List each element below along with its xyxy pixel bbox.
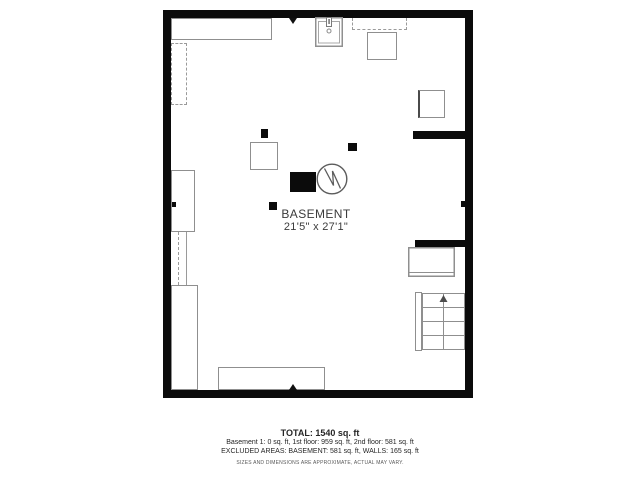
furnace: [290, 172, 316, 192]
room-dimensions: 21'5" x 27'1": [283, 221, 349, 233]
utility-fixture-left: [171, 170, 195, 232]
support-post-1: [261, 129, 268, 138]
up-arrow-icon: [439, 295, 448, 302]
utility-sink-icon: [315, 17, 343, 47]
workbench-bottom: [218, 367, 325, 390]
summary-excluded: EXCLUDED AREAS: BASEMENT: 581 sq. ft, WA…: [221, 448, 419, 455]
staircase: [415, 292, 465, 351]
dashed-line-left: [178, 232, 179, 285]
support-post-2: [348, 143, 357, 151]
interior-wall-lower: [415, 240, 465, 247]
storage-left-lower: [171, 285, 198, 390]
room-label-block: BASEMENT 21'5" x 27'1": [236, 207, 396, 234]
room-label: BASEMENT: [281, 207, 351, 221]
support-post-3: [269, 202, 277, 210]
interior-wall-upper: [413, 131, 465, 139]
summary-total: TOTAL: 1540 sq. ft: [280, 428, 360, 438]
door-marker-top-icon: [289, 18, 297, 24]
summary-disclaimer: SIZES AND DIMENSIONS ARE APPROXIMATE, AC…: [236, 460, 404, 466]
water-heater-icon: [315, 162, 349, 196]
dashed-area-left: [171, 43, 187, 105]
built-in-counter: [171, 18, 272, 40]
basement-floorplan-walls: [163, 10, 473, 398]
cabinet-square-top: [367, 32, 397, 60]
dashed-overhead-area: [352, 18, 407, 30]
window-marker-left: [172, 202, 176, 207]
footing-square: [250, 142, 278, 170]
cabinet-square-right: [418, 90, 445, 118]
partition-line-left: [186, 232, 187, 285]
door-marker-bottom-icon: [289, 384, 297, 390]
summary-floors: Basement 1: 0 sq. ft, 1st floor: 959 sq.…: [226, 439, 414, 446]
shelf-right: [408, 247, 455, 277]
window-marker-right: [461, 201, 465, 207]
area-summary: TOTAL: 1540 sq. ft Basement 1: 0 sq. ft,…: [0, 428, 640, 466]
